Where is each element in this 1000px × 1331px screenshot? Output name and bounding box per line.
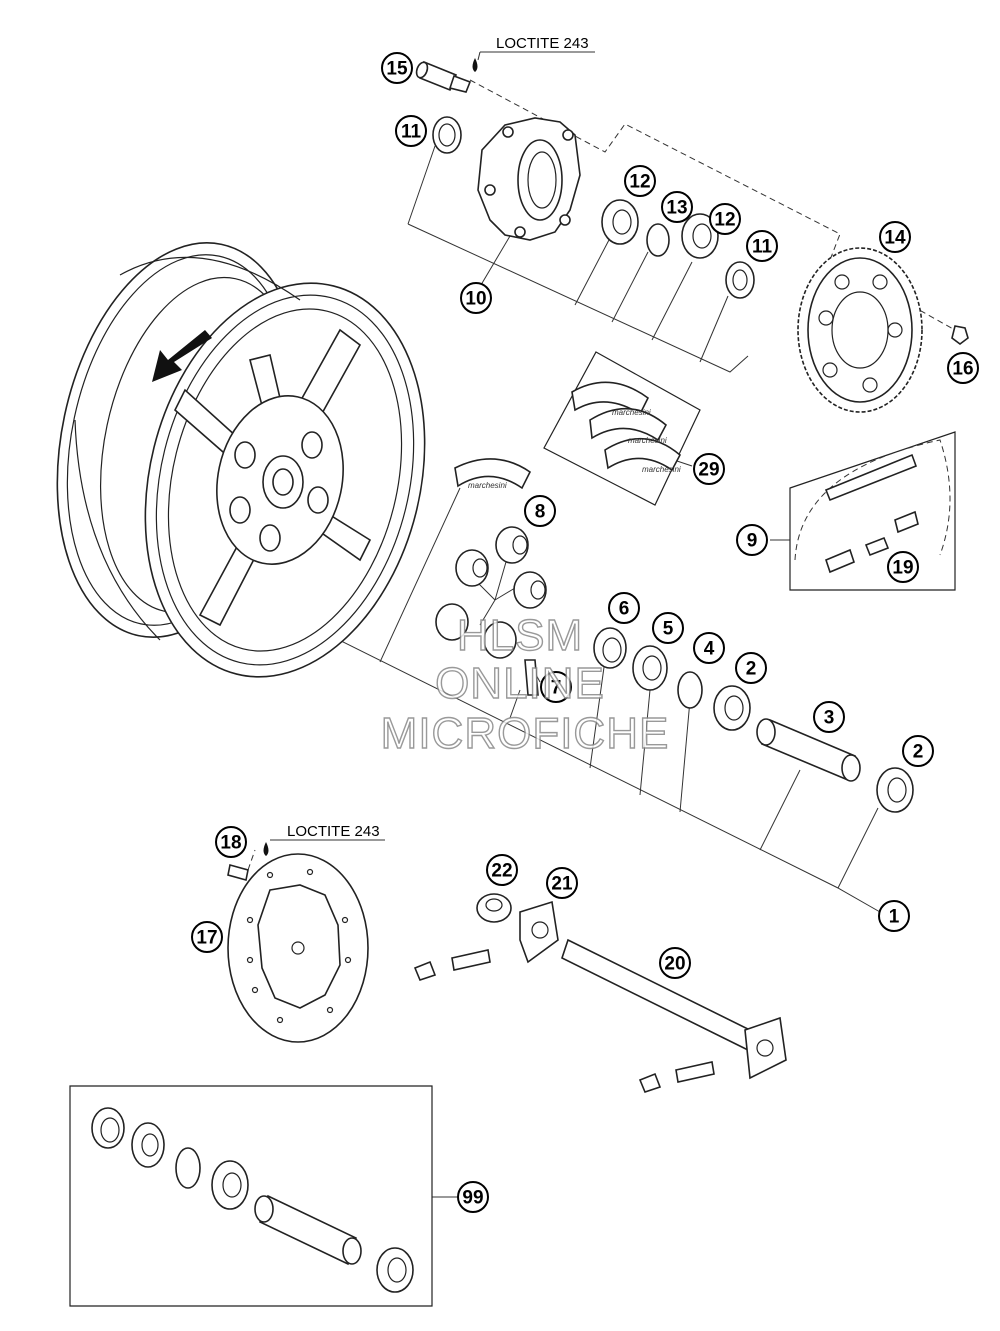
hub-small-parts [415,58,969,345]
callout-6-label: 6 [619,599,630,620]
sticker-brand-1: marchesini [612,408,651,417]
callout-11-right: 11 [746,230,778,262]
callout-14: 14 [879,221,911,253]
callout-12-right: 12 [709,203,741,235]
callout-22-label: 22 [491,861,512,882]
loctite-note-bottom: LOCTITE 243 [270,823,385,841]
callout-8-label: 8 [535,502,546,523]
callout-13: 13 [661,191,693,223]
callout-5-label: 5 [663,619,674,640]
callout-12-left: 12 [624,165,656,197]
callout-2-upper-label: 2 [746,659,757,680]
callout-9: 9 [736,524,768,556]
callout-13-label: 13 [666,198,687,219]
callout-11-top-label: 11 [401,122,422,143]
callout-19-label: 19 [892,558,913,579]
watermark-line-2: ONLINE [435,659,605,708]
callout-4-label: 4 [704,639,715,660]
callout-17-label: 17 [196,928,217,949]
sticker-brand-4: marchesini [468,481,507,490]
rear-sprocket [797,247,923,413]
callout-3-label: 3 [824,708,835,729]
callout-18: 18 [215,826,247,858]
callout-4: 4 [693,632,725,664]
callout-10-label: 10 [465,289,486,310]
loctite-note-top: LOCTITE 243 [477,35,595,61]
callout-8: 8 [524,495,556,527]
callout-20-label: 20 [664,954,685,975]
callout-7: 7 [540,671,572,703]
callout-29: 29 [693,453,725,485]
callout-3: 3 [813,701,845,733]
callout-20: 20 [659,947,691,979]
callout-16-label: 16 [952,359,973,380]
callout-14-label: 14 [884,228,906,249]
callout-9-label: 9 [747,531,758,552]
callout-12-left-label: 12 [629,172,650,193]
callout-21-label: 21 [551,874,573,895]
loctite-note-top-text: LOCTITE 243 [496,35,589,52]
callout-15: 15 [381,52,413,84]
callout-6: 6 [608,592,640,624]
callout-99: 99 [457,1181,489,1213]
rear-wheel [56,242,426,678]
sticker-brand-2: marchesini [628,436,667,445]
callout-2-upper: 2 [735,652,767,684]
callout-12-right-label: 12 [714,210,735,231]
watermark-line-3: MICROFICHE [381,709,670,758]
chain-kit [789,431,956,591]
watermark-line-1: HLSM [457,611,583,660]
callout-11-top: 11 [395,115,427,147]
callout-17: 17 [191,921,223,953]
callout-21: 21 [546,867,578,899]
callout-18-label: 18 [220,833,241,854]
callout-15-label: 15 [386,59,408,80]
callout-10: 10 [460,282,492,314]
callout-16: 16 [947,352,979,384]
callout-29-label: 29 [698,460,719,481]
callout-19: 19 [887,551,919,583]
watermark: HLSM ONLINE MICROFICHE [380,610,670,758]
callout-1-label: 1 [889,907,900,928]
axle-assembly [413,893,787,1093]
callout-7-label: 7 [551,678,562,699]
loctite-note-bottom-text: LOCTITE 243 [287,823,380,840]
callout-22: 22 [486,854,518,886]
brake-disc [227,842,369,1043]
callout-2-lower: 2 [902,735,934,767]
axle-parts [435,526,914,813]
callout-1: 1 [878,900,910,932]
bearing-kit [69,1085,433,1307]
callout-5: 5 [652,612,684,644]
callout-2-lower-label: 2 [913,742,924,763]
callout-99-label: 99 [462,1188,483,1209]
callout-11-right-label: 11 [752,237,773,258]
sticker-brand-3: marchesini [642,465,681,474]
sprocket-carrier [477,117,581,241]
sticker-set: marchesini marchesini marchesini marches… [454,351,701,506]
